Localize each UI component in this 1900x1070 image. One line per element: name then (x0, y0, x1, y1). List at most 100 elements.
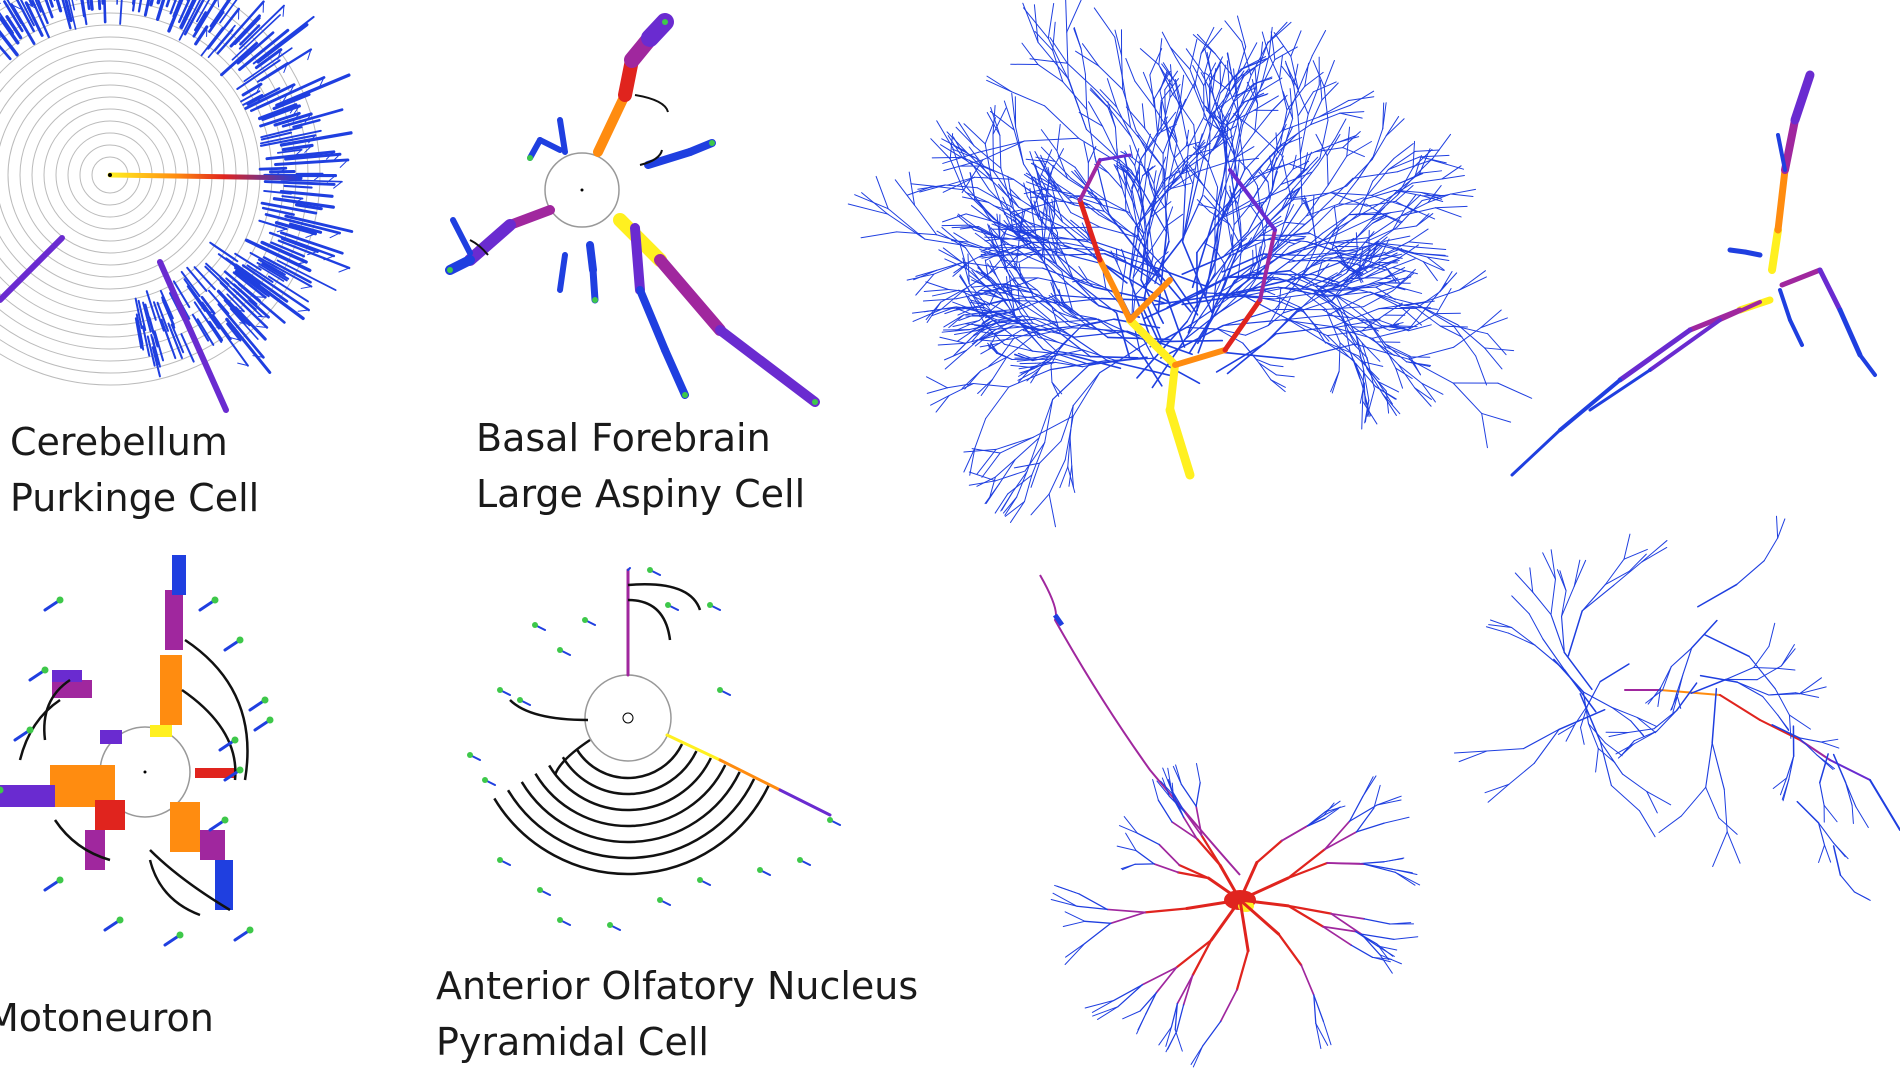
dendrite-branch (1609, 733, 1628, 737)
dendrite-branch (1287, 86, 1305, 110)
dendrite-branch (1136, 851, 1154, 864)
dendrite-branch (1025, 138, 1079, 141)
dendrite-branch (1624, 549, 1647, 559)
dendrite-branch (206, 264, 228, 284)
dendrite-branch (665, 350, 685, 395)
dendrite-branch (1719, 818, 1737, 834)
dendrite-branch (1749, 656, 1775, 688)
dendrite-branch (1142, 104, 1145, 129)
dendrite-branch (1364, 170, 1388, 200)
dendrite-branch (1035, 227, 1066, 228)
dendrite-branch (1820, 783, 1824, 806)
dendrite-branch (924, 290, 948, 292)
segment-block (100, 730, 122, 744)
dendrite-branch (942, 225, 970, 226)
dendrite-branch (1065, 912, 1085, 922)
dendrite-branch (1720, 302, 1760, 320)
dendrite-branch (986, 387, 1009, 419)
dendrite-branch (1051, 365, 1052, 382)
dendrite-branch (1181, 784, 1196, 806)
dendrite-branch (1530, 568, 1533, 592)
dendrite-branch (1416, 214, 1432, 226)
dendrite-branch (1181, 111, 1188, 147)
dendrite-branch (964, 124, 985, 144)
dendrite-branch (1600, 741, 1611, 785)
dendrite-branch (1778, 170, 1785, 230)
dendrite-branch (1451, 189, 1476, 194)
dendrite-branch (1797, 802, 1818, 823)
dendrite-branch (1034, 359, 1055, 360)
tip-marker (247, 927, 254, 934)
dendrite-branch (1350, 91, 1373, 105)
dendrite-branch (1270, 183, 1273, 199)
dendrite-branch (1011, 365, 1032, 367)
dendrite-branch (1094, 8, 1114, 37)
dendrite-branch (1436, 206, 1468, 207)
dendrite-branch (1191, 1046, 1203, 1065)
segment-block (150, 725, 172, 737)
dendrite-branch (1852, 805, 1853, 823)
dendrite-branch (590, 245, 593, 270)
dendrite-branch (888, 209, 925, 239)
dendrite-branch (981, 380, 992, 396)
dendrite-branch (1086, 129, 1131, 170)
dendrite-branch (1276, 375, 1294, 377)
dendrite-branch (993, 171, 1018, 207)
dendrite-branch (1840, 310, 1860, 355)
tip-marker (537, 887, 543, 893)
dendrite-branch (1777, 668, 1794, 670)
dendrite-branch (1065, 943, 1085, 964)
dendrite-branch (1551, 579, 1555, 614)
tip-marker (57, 877, 64, 884)
dendrite-branch (195, 267, 215, 289)
dendrite-branch (979, 290, 997, 291)
dendrite-branch (690, 143, 712, 152)
tip-marker (57, 597, 64, 604)
tip-marker (607, 922, 613, 928)
tip-marker (237, 767, 244, 774)
dendrite-branch (1624, 534, 1630, 559)
tip-marker (665, 602, 671, 608)
dendrite-branch (298, 310, 309, 311)
dendrite-branch (1145, 909, 1186, 913)
pyramidal-morphology (1454, 516, 1900, 900)
dendrite-branch (1190, 69, 1202, 101)
dendrite-branch (1154, 171, 1156, 184)
dendrite-branch (1288, 849, 1325, 878)
dendrite-branch (1335, 119, 1346, 139)
dendrite-branch (1605, 559, 1624, 584)
dendrite-branch (1486, 627, 1508, 633)
dendrite-branch (938, 343, 965, 345)
dendrite-branch (1409, 242, 1433, 244)
dendrite-branch (1677, 674, 1683, 693)
dendrite-branch (1197, 34, 1215, 53)
branch-arc (628, 600, 670, 640)
dendrite-branch (1123, 1011, 1140, 1019)
dendrite-branch (1140, 49, 1158, 65)
dendrite-branch (931, 396, 950, 406)
dendrite-branch (1681, 787, 1705, 816)
soma-marker (623, 713, 633, 723)
dendrite-branch (1049, 460, 1065, 494)
tip-marker (117, 917, 124, 924)
dendrite-branch (263, 106, 300, 119)
dendrite-branch (1529, 614, 1543, 639)
dendrite-branch (1485, 784, 1509, 792)
tip-marker (447, 267, 453, 273)
dendrite-branch (1485, 348, 1514, 351)
dendrite-branch (1313, 61, 1324, 87)
dendrite-branch (932, 157, 962, 158)
dendrite-branch (1824, 805, 1837, 821)
dendrite-branch (640, 290, 665, 350)
dendrite-branch (1442, 166, 1461, 179)
segment-block (170, 802, 200, 852)
dendrite-branch (1482, 413, 1511, 422)
dendrite-branch (1834, 755, 1846, 783)
dendrite-branch (1076, 51, 1099, 66)
dendrite-branch (1362, 401, 1363, 429)
dendrite-branch (1524, 729, 1560, 748)
main-branch (1830, 760, 1870, 780)
dendrite-branch (1190, 39, 1197, 69)
dendrite-branch (926, 282, 949, 290)
dendrite-branch (1614, 562, 1642, 585)
